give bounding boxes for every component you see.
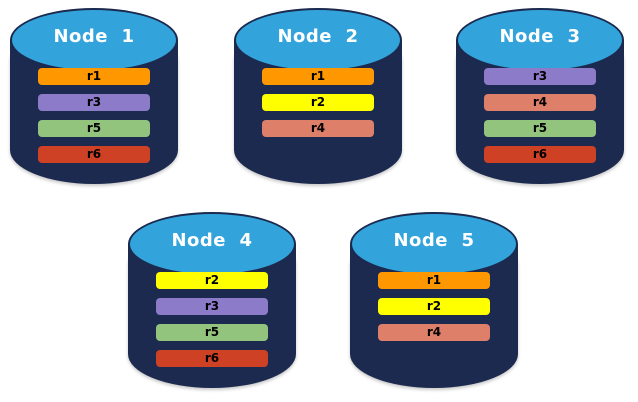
replica-bar-r5[interactable]: r5 [38, 120, 150, 137]
replica-bar-r4[interactable]: r4 [484, 94, 596, 111]
replica-bar-r3[interactable]: r3 [484, 68, 596, 85]
replica-bar-r4[interactable]: r4 [262, 120, 374, 137]
database-node-5[interactable]: Node 5 r1 r2 r4 [348, 210, 520, 390]
cylinder-top-icon [350, 212, 518, 276]
replica-bar-r3[interactable]: r3 [156, 298, 268, 315]
replica-bar-r2[interactable]: r2 [156, 272, 268, 289]
replica-list: r1 r3 r5 r6 [38, 68, 150, 163]
replica-list: r3 r4 r5 r6 [484, 68, 596, 163]
replica-list: r1 r2 r4 [262, 68, 374, 137]
replica-bar-r4[interactable]: r4 [378, 324, 490, 341]
replica-bar-r1[interactable]: r1 [378, 272, 490, 289]
node-title: Node 1 [53, 26, 135, 47]
replica-bar-r1[interactable]: r1 [38, 68, 150, 85]
replica-bar-r3[interactable]: r3 [38, 94, 150, 111]
node-title: Node 5 [393, 230, 475, 251]
database-node-3[interactable]: Node 3 r3 r4 r5 r6 [454, 6, 626, 186]
replica-bar-r2[interactable]: r2 [262, 94, 374, 111]
replica-bar-r2[interactable]: r2 [378, 298, 490, 315]
node-title: Node 4 [171, 230, 253, 251]
replica-list: r2 r3 r5 r6 [156, 272, 268, 367]
database-node-1[interactable]: Node 1 r1 r3 r5 r6 [8, 6, 180, 186]
node-title: Node 2 [277, 26, 359, 47]
replica-bar-r6[interactable]: r6 [38, 146, 150, 163]
database-node-2[interactable]: Node 2 r1 r2 r4 [232, 6, 404, 186]
replica-bar-r5[interactable]: r5 [156, 324, 268, 341]
replica-list: r1 r2 r4 [378, 272, 490, 341]
replica-bar-r6[interactable]: r6 [484, 146, 596, 163]
node-title: Node 3 [499, 26, 581, 47]
database-node-4[interactable]: Node 4 r2 r3 r5 r6 [126, 210, 298, 390]
replica-bar-r6[interactable]: r6 [156, 350, 268, 367]
replica-bar-r1[interactable]: r1 [262, 68, 374, 85]
replica-bar-r5[interactable]: r5 [484, 120, 596, 137]
